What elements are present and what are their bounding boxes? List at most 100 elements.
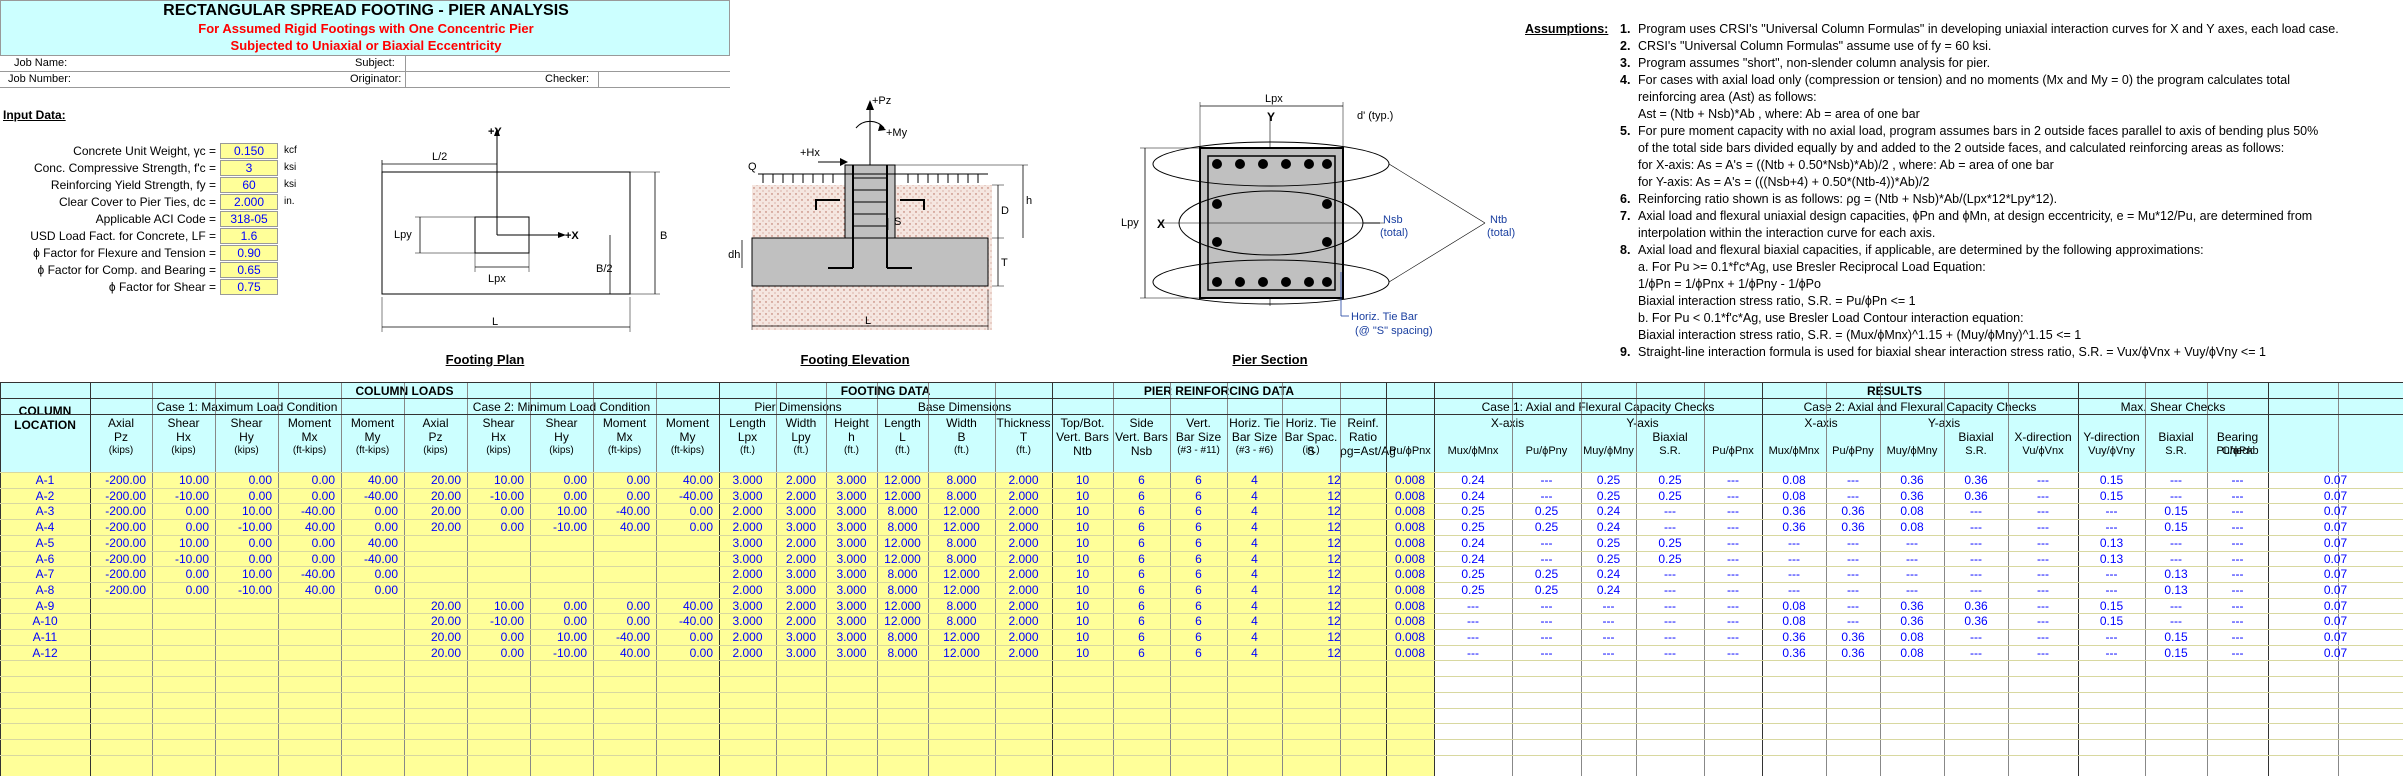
table-cell[interactable]: 12.000 xyxy=(943,504,980,519)
table-cell[interactable]: 3.000 xyxy=(836,630,867,644)
table-cell[interactable]: 2.000 xyxy=(1008,567,1039,582)
table-cell[interactable]: 40.00 xyxy=(619,520,650,535)
table-cell[interactable]: 10 xyxy=(1075,551,1090,566)
table-cell[interactable]: 8.000 xyxy=(946,535,977,550)
table-cell[interactable]: 0.00 xyxy=(185,504,209,519)
row-location[interactable]: A-10 xyxy=(32,614,58,629)
table-cell[interactable]: 6 xyxy=(1138,582,1145,597)
table-cell[interactable]: 0.00 xyxy=(563,488,587,503)
table-cell[interactable]: 2.000 xyxy=(1008,504,1039,519)
input-value-field[interactable]: 1.6 xyxy=(220,228,278,244)
table-cell[interactable]: 4 xyxy=(1251,504,1258,519)
table-cell[interactable]: 6 xyxy=(1195,614,1202,629)
table-cell[interactable]: 2.000 xyxy=(1008,598,1039,613)
table-cell[interactable]: 10.00 xyxy=(493,473,524,487)
row-location[interactable]: A-2 xyxy=(35,488,55,503)
table-cell[interactable]: 12.000 xyxy=(884,535,921,550)
table-cell[interactable]: 3.000 xyxy=(836,535,867,550)
table-cell[interactable]: 3.000 xyxy=(836,567,867,582)
table-cell[interactable]: 12 xyxy=(1327,614,1341,629)
table-cell[interactable]: 8.000 xyxy=(887,567,918,582)
table-cell[interactable]: 0.00 xyxy=(374,567,398,582)
table-cell[interactable]: 10.00 xyxy=(556,630,587,644)
input-value-field[interactable]: 0.65 xyxy=(220,262,278,278)
table-cell[interactable]: 10 xyxy=(1075,473,1090,487)
table-cell[interactable]: 3.000 xyxy=(732,488,763,503)
table-cell[interactable]: 10.00 xyxy=(178,473,209,487)
table-cell[interactable]: -10.00 xyxy=(174,488,209,503)
job-name-field[interactable] xyxy=(68,56,353,71)
table-cell[interactable]: 8.000 xyxy=(946,473,977,487)
table-cell[interactable]: 12 xyxy=(1327,535,1341,550)
table-cell[interactable]: 2.000 xyxy=(1008,614,1039,629)
table-cell[interactable]: 6 xyxy=(1195,645,1202,660)
table-cell[interactable]: 2.000 xyxy=(785,614,817,629)
table-cell[interactable]: 0.00 xyxy=(500,645,524,660)
table-cell[interactable]: 3.000 xyxy=(785,504,817,519)
table-cell[interactable]: 0.00 xyxy=(689,630,713,644)
table-cell[interactable]: 4 xyxy=(1251,551,1258,566)
table-cell[interactable]: -200.00 xyxy=(105,551,146,566)
table-cell[interactable]: 12.000 xyxy=(943,645,980,660)
table-cell[interactable]: 40.00 xyxy=(619,645,650,660)
row-location[interactable]: A-6 xyxy=(35,551,55,566)
table-cell[interactable]: -40.00 xyxy=(615,630,650,644)
input-value-field[interactable]: 0.90 xyxy=(220,245,278,261)
table-cell[interactable]: 6 xyxy=(1138,551,1145,566)
table-cell[interactable]: 6 xyxy=(1195,567,1202,582)
table-cell[interactable]: -40.00 xyxy=(300,567,335,582)
table-cell[interactable]: 6 xyxy=(1138,630,1145,644)
table-cell[interactable]: 40.00 xyxy=(682,473,713,487)
table-cell[interactable]: 12 xyxy=(1327,582,1341,597)
row-location[interactable]: A-5 xyxy=(35,535,55,550)
table-cell[interactable]: 10 xyxy=(1075,504,1090,519)
table-cell[interactable]: 20.00 xyxy=(430,473,461,487)
table-cell[interactable]: -40.00 xyxy=(363,488,398,503)
table-cell[interactable]: 4 xyxy=(1251,473,1258,487)
originator-field[interactable] xyxy=(405,72,506,87)
table-cell[interactable]: 0.00 xyxy=(626,614,650,629)
table-cell[interactable]: -10.00 xyxy=(237,582,272,597)
table-cell[interactable]: 12.000 xyxy=(884,473,921,487)
table-cell[interactable]: 2.000 xyxy=(785,535,817,550)
table-cell[interactable]: 12.000 xyxy=(943,582,980,597)
input-value-field[interactable]: 0.150 xyxy=(220,143,278,159)
table-cell[interactable]: 2.000 xyxy=(732,582,763,597)
table-cell[interactable]: 10 xyxy=(1075,582,1090,597)
table-cell[interactable]: 0.00 xyxy=(185,582,209,597)
table-cell[interactable]: 12.000 xyxy=(884,488,921,503)
table-cell[interactable]: 0.00 xyxy=(311,551,335,566)
table-cell[interactable]: 6 xyxy=(1195,504,1202,519)
table-cell[interactable]: 12 xyxy=(1327,567,1341,582)
table-cell[interactable]: 2.000 xyxy=(1008,535,1039,550)
table-cell[interactable]: 10.00 xyxy=(556,504,587,519)
table-cell[interactable]: 12 xyxy=(1327,598,1341,613)
table-cell[interactable]: 0.008 xyxy=(1394,645,1426,660)
input-value-field[interactable]: 60 xyxy=(220,177,278,193)
table-cell[interactable]: 0.008 xyxy=(1394,551,1426,566)
table-cell[interactable]: 0.00 xyxy=(626,488,650,503)
table-cell[interactable]: 3.000 xyxy=(836,488,867,503)
table-cell[interactable]: -10.00 xyxy=(489,614,524,629)
table-cell[interactable]: 2.000 xyxy=(1008,488,1039,503)
table-cell[interactable]: 3.000 xyxy=(836,520,867,535)
table-cell[interactable]: -200.00 xyxy=(105,567,146,582)
table-cell[interactable]: 4 xyxy=(1251,488,1258,503)
table-cell[interactable]: 6 xyxy=(1138,520,1145,535)
table-cell[interactable]: 0.00 xyxy=(626,473,650,487)
input-value-field[interactable]: 2.000 xyxy=(220,194,278,210)
row-location[interactable]: A-1 xyxy=(35,473,55,487)
table-cell[interactable]: 0.00 xyxy=(689,504,713,519)
table-cell[interactable]: 20.00 xyxy=(430,520,461,535)
table-cell[interactable]: 2.000 xyxy=(785,551,817,566)
table-cell[interactable]: 3.000 xyxy=(785,645,817,660)
table-cell[interactable]: 4 xyxy=(1251,645,1258,660)
table-cell[interactable]: -200.00 xyxy=(105,488,146,503)
table-cell[interactable]: 2.000 xyxy=(785,598,817,613)
table-cell[interactable]: 0.008 xyxy=(1394,567,1426,582)
table-cell[interactable]: -200.00 xyxy=(105,520,146,535)
row-location[interactable]: A-3 xyxy=(35,504,55,519)
table-cell[interactable]: 12 xyxy=(1327,488,1341,503)
table-cell[interactable]: 6 xyxy=(1138,567,1145,582)
table-cell[interactable]: 8.000 xyxy=(946,488,977,503)
